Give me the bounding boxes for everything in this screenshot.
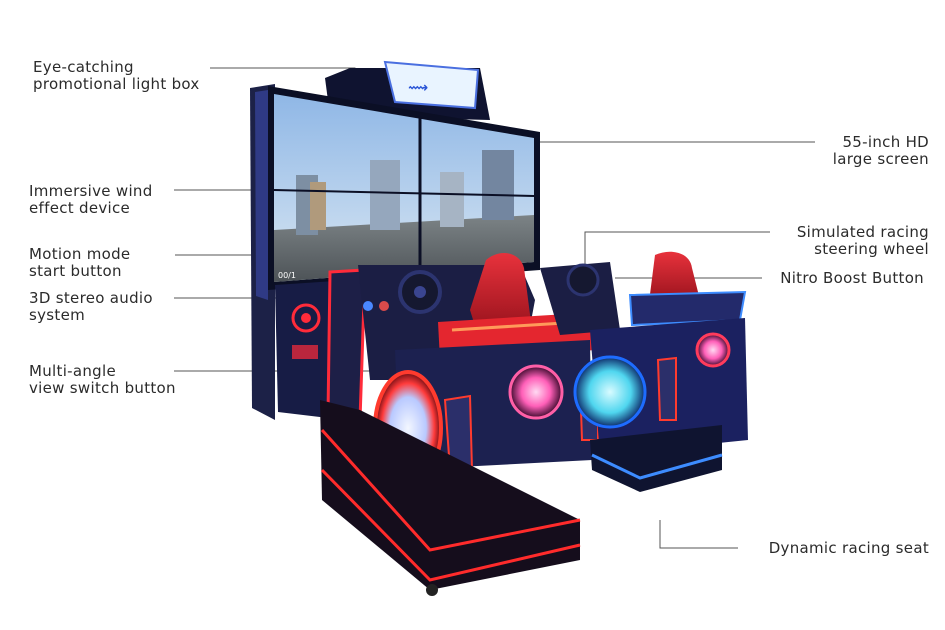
callout-screen: 55-inch HD large screen [833,134,929,168]
callout-steering-wheel-line1: Simulated racing [796,223,929,241]
callout-wind-device: Immersive wind effect device [29,183,153,217]
svg-text:00/1: 00/1 [278,271,296,280]
callout-view-switch: Multi-angle view switch button [29,363,176,397]
callout-motion-button-line1: Motion mode [29,245,131,263]
callout-screen-line2: large screen [832,150,929,168]
callout-motion-button-line2: start button [29,262,122,280]
callout-racing-seat-line1: Dynamic racing seat [768,539,929,557]
callout-nitro-button: Nitro Boost Button [780,270,924,287]
svg-text:⟿: ⟿ [408,80,428,96]
callout-nitro-button-line1: Nitro Boost Button [780,269,924,287]
callout-light-box: Eye-catching promotional light box [33,59,200,93]
callout-wind-device-line2: effect device [29,199,131,217]
callout-light-box-line1: Eye-catching [33,58,134,76]
callout-wind-device-line1: Immersive wind [29,182,153,200]
callout-light-box-line2: promotional light box [33,75,200,93]
callout-motion-button: Motion mode start button [29,246,130,280]
callout-racing-seat: Dynamic racing seat [769,540,929,557]
callout-view-switch-line2: view switch button [29,379,176,397]
callout-audio-system-line2: system [29,306,86,324]
callout-steering-wheel-line2: steering wheel [814,240,929,258]
callout-steering-wheel: Simulated racing steering wheel [797,224,929,258]
callout-view-switch-line1: Multi-angle [29,362,116,380]
callout-audio-system-line1: 3D stereo audio [29,289,153,307]
callout-screen-line1: 55-inch HD [842,133,929,151]
callout-audio-system: 3D stereo audio system [29,290,153,324]
